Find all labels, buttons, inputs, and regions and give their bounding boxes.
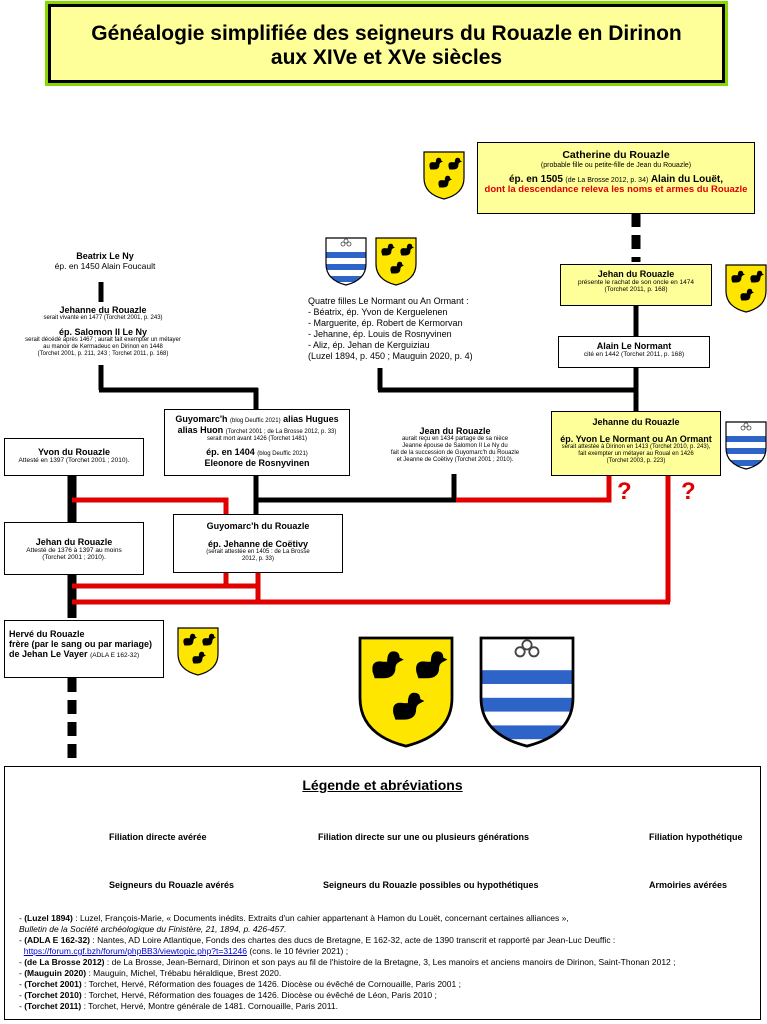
quatre-filles-list: - Béatrix, ép. Yvon de Kerguelenen- Marg… bbox=[308, 307, 498, 351]
diagram-title: Généalogie simplifiée des seigneurs du R… bbox=[48, 4, 725, 83]
rouazle-arms-icon bbox=[424, 152, 464, 199]
person-catherine: Catherine du Rouazle (probable fille ou … bbox=[477, 142, 755, 214]
ref-adla-link-line: https://forum.cgf.bzh/forum/phpBB3/viewt… bbox=[23, 946, 349, 956]
rouazle-arms-icon bbox=[178, 628, 218, 675]
quatre-filles-item: - Jehanne, ép. Louis de Rosnyvinen bbox=[308, 329, 452, 339]
quatre-filles-item: - Béatrix, ép. Yvon de Kerguelenen bbox=[308, 307, 448, 317]
person-guyomarch: Guyomarc'h (blog Deuffic 2021) alias Hug… bbox=[164, 409, 350, 476]
rouazle-arms-icon bbox=[376, 238, 416, 285]
legend-white: Seigneurs du Rouazle possibles ou hypoth… bbox=[323, 880, 539, 890]
legend-multi: Filiation directe sur une ou plusieurs g… bbox=[318, 832, 530, 842]
red-note: dont la descendance releva les noms et a… bbox=[484, 184, 748, 195]
person-beatrix: Beatrix Le Ny ép. en 1450 Alain Foucault bbox=[54, 251, 156, 271]
ref-torchet-2001: - (Torchet 2001) : Torchet, Hervé, Réfor… bbox=[19, 979, 461, 989]
person-marriage: ép. en 1505 (de La Brosse 2012, p. 34) A… bbox=[508, 174, 724, 185]
legend-panel: Légende et abréviations Filiation direct… bbox=[4, 766, 761, 1020]
references: - (Luzel 1894) : Luzel, François-Marie, … bbox=[19, 913, 754, 1012]
ref-adla: - (ADLA E 162-32) : Nantes, AD Loire Atl… bbox=[19, 935, 616, 945]
legend-yellow: Seigneurs du Rouazle avérés bbox=[109, 880, 235, 890]
person-jehan-1474: Jehan du Rouazle présente le rachat de s… bbox=[560, 264, 712, 306]
question-mark: ? bbox=[681, 478, 696, 505]
ref-torchet-2011: - (Torchet 2011) : Torchet, Hervé, Montr… bbox=[19, 1001, 338, 1011]
le-normant-arms-icon bbox=[726, 422, 766, 470]
ref-luzel-line2: Bulletin de la Société archéologique du … bbox=[19, 924, 287, 934]
person-jean: Jean du Rouazle aurait reçu en 1434 part… bbox=[390, 426, 520, 463]
legend-hypo: Filiation hypothétique bbox=[649, 832, 743, 842]
person-guyomarch-2: Guyomarc'h du Rouazle ép. Jehanne de Coë… bbox=[173, 514, 343, 573]
person-alain: Alain Le Normant cité en 1442 (Torchet 2… bbox=[558, 336, 710, 368]
le-normant-arms-large-icon bbox=[481, 638, 573, 748]
legend-direct: Filiation directe avérée bbox=[109, 832, 207, 842]
person-yvon: Yvon du Rouazle Attesté en 1397 (Torchet… bbox=[4, 438, 144, 476]
rouazle-arms-icon bbox=[726, 265, 766, 312]
person-note: (probable fille ou petite-fille de Jean … bbox=[540, 162, 692, 169]
rouazle-arms-large-icon bbox=[360, 638, 452, 746]
person-herve: Hervé du Rouazle frère (par le sang ou p… bbox=[4, 620, 164, 678]
quatre-filles-item: - Marguerite, ép. Robert de Kermorvan bbox=[308, 318, 463, 328]
ref-luzel: - (Luzel 1894) : Luzel, François-Marie, … bbox=[19, 913, 569, 923]
legend-arms: Armoiries avérées bbox=[649, 880, 728, 890]
person-jehan-1376: Jehan du Rouazle Attesté de 1376 à 1397 … bbox=[4, 522, 144, 575]
title-line-1: Généalogie simplifiée des seigneurs du R… bbox=[91, 22, 682, 45]
person-name: Catherine du Rouazle bbox=[562, 149, 670, 161]
ref-adla-link[interactable]: https://forum.cgf.bzh/forum/phpBB3/viewt… bbox=[23, 946, 247, 956]
legend-title: Légende et abréviations bbox=[302, 777, 463, 793]
ref-brosse: - (de La Brosse 2012) : de La Brosse, Je… bbox=[19, 957, 676, 967]
ref-torchet-2010: - (Torchet 2010) : Torchet, Hervé, Réfor… bbox=[19, 990, 437, 1000]
person-jehanne-ny: Jehanne du Rouazle serait vivante en 147… bbox=[25, 305, 181, 357]
person-jehanne-normant: Jehanne du Rouazle ép. Yvon Le Normant o… bbox=[551, 411, 721, 476]
question-mark: ? bbox=[617, 478, 632, 505]
quatre-filles-item: - Aliz, ép. Jehan de Kerguiziau bbox=[308, 340, 430, 350]
quatre-filles: Quatre filles Le Normant ou An Ormant : … bbox=[308, 296, 498, 362]
title-line-2: aux XIVe et XVe siècles bbox=[270, 46, 503, 69]
ref-mauguin: - (Mauguin 2020) : Mauguin, Michel, Tréb… bbox=[19, 968, 282, 978]
le-normant-arms-icon bbox=[326, 238, 366, 286]
